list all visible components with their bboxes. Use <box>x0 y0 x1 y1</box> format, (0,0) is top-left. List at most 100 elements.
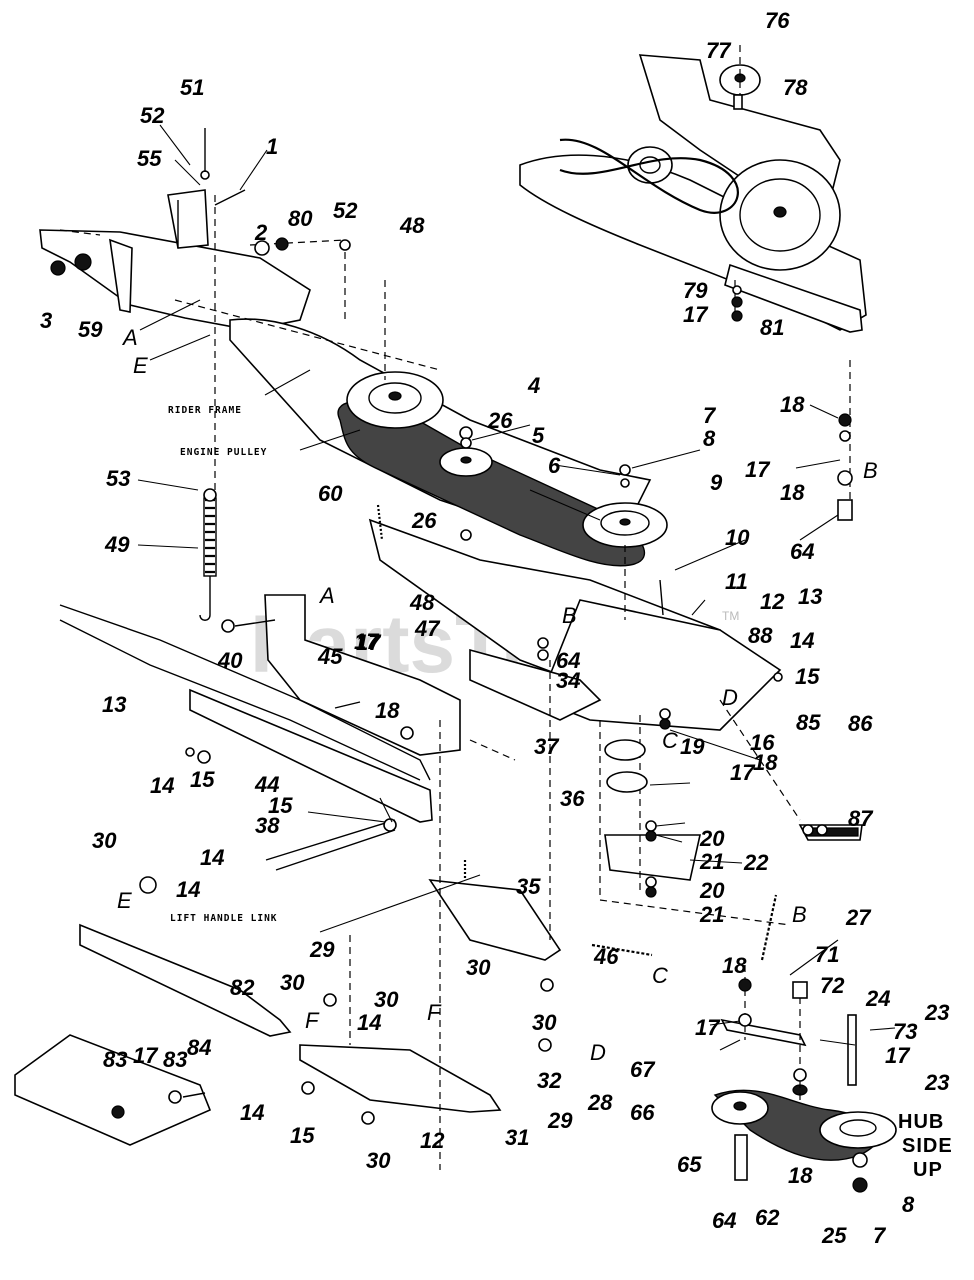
part-number-label: 14 <box>176 877 200 902</box>
part-number-label: 26 <box>411 508 437 533</box>
part-number-label: 15 <box>290 1123 315 1148</box>
part-number-label: 71 <box>815 942 839 967</box>
part-number-label: 47 <box>414 616 441 641</box>
part-number-label: 26 <box>487 408 513 433</box>
part-number-label: 13 <box>102 692 126 717</box>
part-number-label: 15 <box>268 793 293 818</box>
part-number-label: 30 <box>92 828 117 853</box>
part-number-label: 24 <box>865 986 890 1011</box>
callout-lift-handle-link: LIFT HANDLE LINK <box>170 913 278 924</box>
part-number-label: 1 <box>266 134 278 159</box>
part-number-label: 8 <box>703 426 716 451</box>
part-number-label: 64 <box>712 1208 736 1233</box>
part-number-label: 86 <box>848 711 873 736</box>
part-number-label: 18 <box>375 698 400 723</box>
part-number-label: 44 <box>254 772 279 797</box>
part-number-label: 52 <box>333 198 358 223</box>
part-number-label: 5 <box>532 423 545 448</box>
reference-letter: A <box>318 583 335 608</box>
part-number-label: 19 <box>680 734 705 759</box>
part-number-label: 14 <box>790 628 814 653</box>
part-number-label: 87 <box>848 806 874 831</box>
part-number-label: 84 <box>187 1035 211 1060</box>
part-number-label: 27 <box>845 905 872 930</box>
reference-letter: E <box>133 353 148 378</box>
part-number-label: 66 <box>630 1100 655 1125</box>
reference-letter: B <box>562 603 577 628</box>
part-number-label: 67 <box>630 1057 656 1082</box>
part-number-label: 88 <box>748 623 773 648</box>
part-number-label: 10 <box>725 525 750 550</box>
reference-letter: B <box>792 902 807 927</box>
part-number-label: 83 <box>163 1047 187 1072</box>
part-number-label: 37 <box>534 734 560 759</box>
part-number-label: 29 <box>309 937 335 962</box>
part-number-label: 15 <box>795 664 820 689</box>
reference-letter: D <box>590 1040 606 1065</box>
reference-letter: C <box>662 728 678 753</box>
part-number-label: 21 <box>699 849 724 874</box>
part-number-label: 12 <box>760 589 785 614</box>
part-number-label: 13 <box>798 584 822 609</box>
callout-hub: HUB <box>898 1111 944 1133</box>
reference-letter: F <box>427 1000 442 1025</box>
part-number-label: 3 <box>40 308 52 333</box>
part-number-label: 23 <box>924 1000 949 1025</box>
part-number-label: 14 <box>150 773 174 798</box>
reference-letter: F <box>305 1008 320 1033</box>
part-number-label: 64 <box>790 539 814 564</box>
part-number-label: 17 <box>885 1043 911 1068</box>
part-number-label: 18 <box>780 392 805 417</box>
part-number-label: 32 <box>537 1068 562 1093</box>
reference-letter: D <box>722 685 738 710</box>
part-number-label: 18 <box>780 480 805 505</box>
part-number-label: 9 <box>710 470 723 495</box>
part-number-label: 76 <box>765 8 790 33</box>
part-number-label: 30 <box>374 987 399 1012</box>
part-number-label: 83 <box>103 1047 127 1072</box>
belt-assembly <box>337 371 668 567</box>
part-number-label: 17 <box>133 1043 159 1068</box>
part-number-label: 49 <box>104 532 130 557</box>
part-number-label: 31 <box>505 1125 529 1150</box>
part-number-label: 53 <box>106 466 130 491</box>
part-number-label: 20 <box>699 878 725 903</box>
reference-letter: A <box>121 325 138 350</box>
part-number-label: 72 <box>820 973 845 998</box>
part-number-label: 23 <box>924 1070 949 1095</box>
callout-engine-pulley: ENGINE PULLEY <box>180 447 267 458</box>
mower-deck-inset <box>519 54 867 333</box>
part-number-label: 29 <box>547 1108 573 1133</box>
reference-letter: B <box>863 458 878 483</box>
reference-letters: A E A B D C E F F D C B B <box>117 325 878 1065</box>
part-number-label: 17 <box>356 630 382 655</box>
part-number-label: 17 <box>683 302 709 327</box>
part-number-label: 17 <box>354 629 380 654</box>
part-number-label: 35 <box>516 874 541 899</box>
part-number-label: 17 <box>695 1015 721 1040</box>
part-number-label: 14 <box>240 1100 264 1125</box>
part-number-label: 30 <box>366 1148 391 1173</box>
part-number-label: 38 <box>255 813 280 838</box>
part-number-label: 40 <box>217 648 243 673</box>
part-number-label: 18 <box>753 750 778 775</box>
part-number-label: 48 <box>409 590 435 615</box>
part-number-label: 60 <box>318 481 343 506</box>
part-number-label: 30 <box>532 1010 557 1035</box>
part-number-label: 36 <box>560 786 585 811</box>
part-number-label: 51 <box>180 75 204 100</box>
part-number-label: 73 <box>893 1019 917 1044</box>
callout-side: SIDE <box>902 1135 953 1157</box>
callout-rider-frame: RIDER FRAME <box>168 405 242 416</box>
part-number-label: 8 <box>902 1192 915 1217</box>
part-number-label: 25 <box>821 1223 847 1248</box>
part-number-label: 62 <box>755 1205 780 1230</box>
part-number-label: 82 <box>230 975 255 1000</box>
part-number-label: 59 <box>78 317 103 342</box>
part-number-label: 18 <box>788 1163 813 1188</box>
part-number-label: 80 <box>288 206 313 231</box>
text-callouts: RIDER FRAME ENGINE PULLEY LIFT HANDLE LI… <box>168 405 953 1181</box>
part-number-label: 17 <box>730 760 756 785</box>
springs <box>199 497 778 961</box>
lower-assembly <box>14 518 863 1146</box>
